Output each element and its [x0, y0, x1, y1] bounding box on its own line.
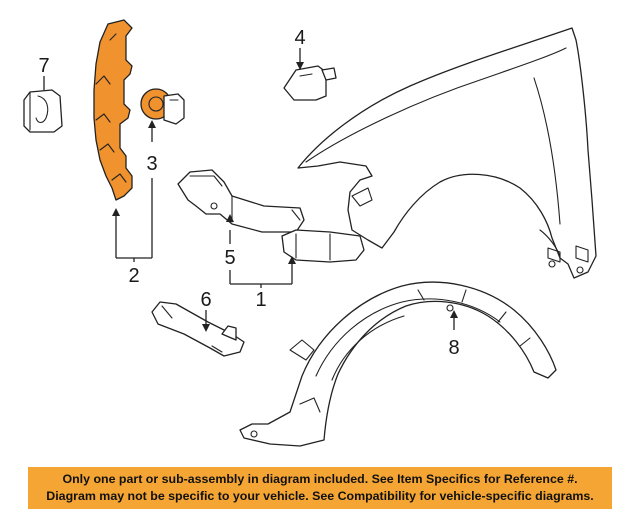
callout-6: 6: [200, 289, 211, 311]
callout-2: 2: [128, 265, 139, 287]
fender-parts-diagram: 7 3 2 4 5 1 6 8: [23, 19, 597, 447]
part-3-grommet: [140, 88, 185, 125]
leader-1-bracket: [229, 256, 296, 288]
callout-7: 7: [38, 55, 49, 77]
part-2-fender-seal: [93, 19, 133, 201]
disclaimer-banner: Only one part or sub-assembly in diagram…: [28, 467, 612, 509]
part-7-clip: [23, 89, 63, 133]
callout-8: 8: [448, 337, 459, 359]
part-6-bracket: [151, 301, 245, 357]
callout-1: 1: [255, 289, 266, 311]
callout-4: 4: [294, 27, 305, 49]
disclaimer-line-2: Diagram may not be specific to your vehi…: [46, 489, 594, 503]
fender-panel: [297, 27, 597, 279]
leader-2-bracket: [112, 208, 152, 262]
callout-3: 3: [146, 153, 157, 175]
part-4-clip: [283, 65, 337, 101]
callout-5: 5: [224, 247, 235, 269]
part-5-bracket: [177, 169, 305, 233]
part-1-bracket: [281, 229, 365, 263]
disclaimer-line-1: Only one part or sub-assembly in diagram…: [62, 472, 578, 486]
part-8-fender-liner: [239, 281, 557, 447]
